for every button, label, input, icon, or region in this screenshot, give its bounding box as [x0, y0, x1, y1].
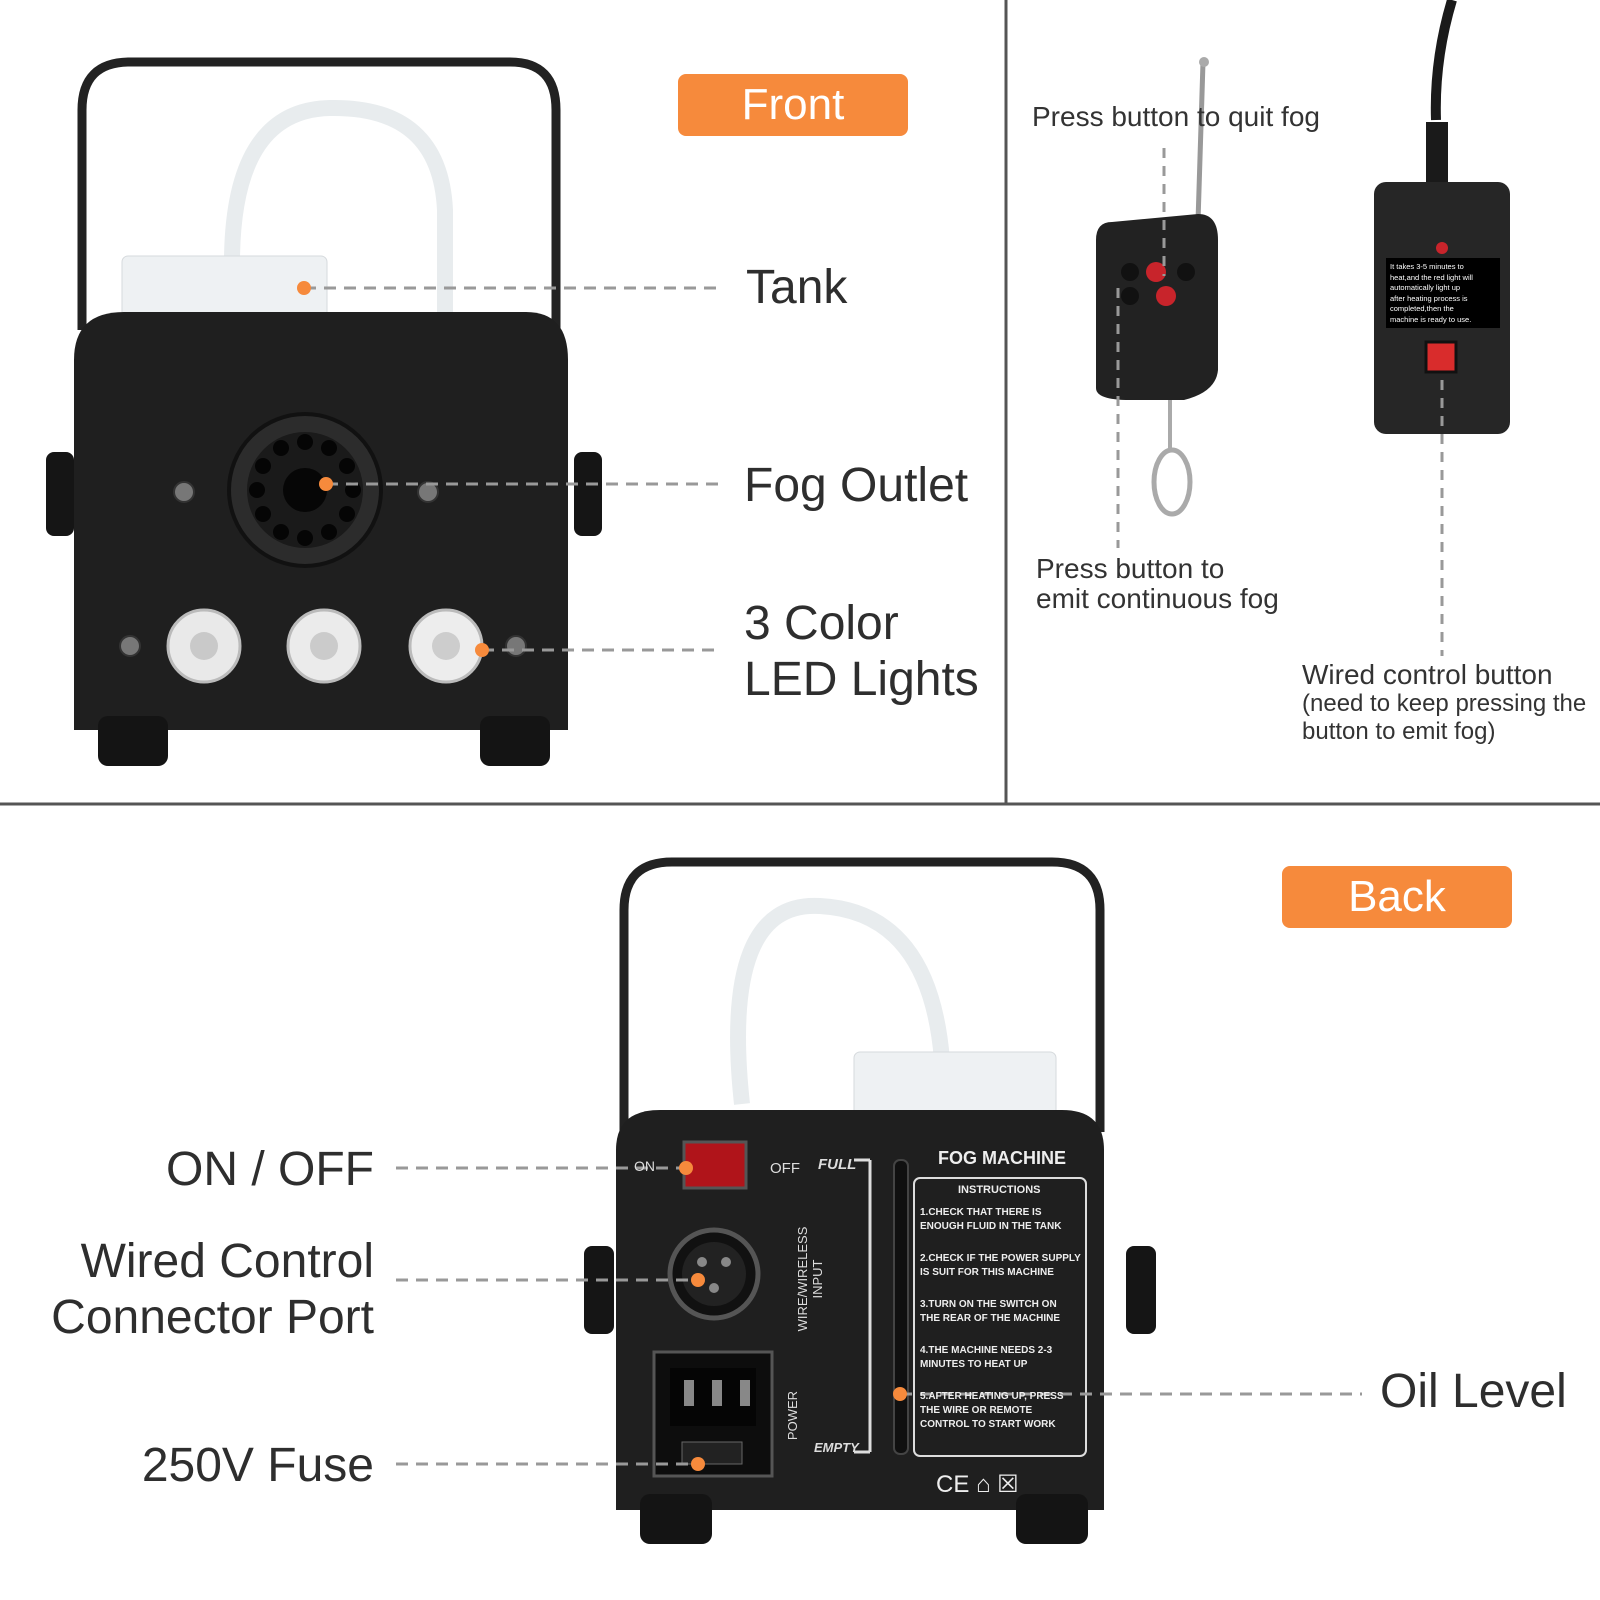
panel-instructions-title: INSTRUCTIONS	[958, 1184, 1041, 1196]
continuous-label-line2: emit continuous fog	[1036, 583, 1279, 614]
continuous-label-line1: Press button to	[1036, 553, 1225, 584]
instructions-box	[913, 1177, 1087, 1457]
instruction-line: IS SUIT FOR THIS MACHINE	[920, 1267, 1054, 1278]
panel-off-text: OFF	[770, 1160, 800, 1177]
switch-dot	[679, 1161, 693, 1175]
panel-input-line1: WIRE/WIRELESS	[795, 1226, 810, 1332]
fuse-holder	[681, 1441, 743, 1465]
port-dot	[691, 1273, 705, 1287]
wired-button-note-line2: button to emit fog)	[1302, 718, 1496, 745]
certification-marks: CE ⌂ ☒	[936, 1471, 1019, 1498]
instruction-line: MINUTES TO HEAT UP	[920, 1359, 1028, 1370]
tank-label: Tank	[746, 261, 848, 314]
instruction-line: CONTROL TO START WORK	[920, 1419, 1056, 1430]
front-machine	[46, 57, 602, 766]
wired-port-label-line1: Wired Control	[80, 1235, 374, 1288]
wired-button-title: Wired control button	[1302, 659, 1553, 690]
panel-empty-text: EMPTY	[814, 1440, 859, 1455]
quit-fog-label: Press button to quit fog	[1032, 101, 1320, 132]
panel-input-line2: INPUT	[810, 1259, 825, 1299]
instruction-line: THE REAR OF THE MACHINE	[920, 1313, 1060, 1324]
back-badge: Back	[1282, 866, 1512, 928]
oil-level-dot	[893, 1387, 907, 1401]
panel-on-text: ON	[634, 1158, 655, 1174]
front-badge: Front	[678, 74, 908, 136]
wireless-remote	[1096, 57, 1218, 517]
on-off-label: ON / OFF	[166, 1143, 374, 1196]
instruction-line: 3.TURN ON THE SWITCH ON	[920, 1299, 1057, 1310]
notice-line: after heating process is	[1390, 293, 1468, 303]
wired-button-note-line1: (need to keep pressing the	[1302, 690, 1587, 717]
notice-line: completed,then the	[1390, 304, 1454, 313]
power-switch	[682, 1140, 748, 1190]
notice-line: It takes 3-5 minutes to	[1390, 262, 1464, 271]
notice-line: heat,and the red light will	[1390, 272, 1473, 282]
notice-line: automatically light up	[1390, 283, 1461, 292]
instruction-line: 2.CHECK IF THE POWER SUPPLY	[920, 1253, 1081, 1264]
panel-full-text: FULL	[818, 1156, 857, 1173]
wired-remote	[1374, 0, 1510, 434]
panel-power-text: POWER	[785, 1390, 801, 1441]
led-label-line1: 3 Color	[744, 597, 899, 650]
tank-dot	[297, 281, 311, 295]
led-dot	[475, 643, 489, 657]
led-label-line2: LED Lights	[744, 653, 979, 706]
wired-remote-notice: It takes 3-5 minutes to heat,and the red…	[1390, 262, 1498, 325]
instruction-line: THE WIRE OR REMOTE	[920, 1405, 1033, 1416]
instruction-line: 5.AFTER HEATING UP, PRESS	[920, 1391, 1064, 1402]
led-lights	[166, 608, 484, 684]
fuse-dot	[691, 1457, 705, 1471]
fog-outlet-label: Fog Outlet	[744, 459, 969, 512]
panel-title: FOG MACHINE	[938, 1148, 1066, 1168]
panel-input-text: WIRE/WIRELESS INPUT	[795, 1209, 825, 1349]
panel-instructions: 1.CHECK THAT THERE IS ENOUGH FLUID IN TH…	[920, 1206, 1084, 1432]
left-knob	[46, 452, 74, 536]
right-knob	[574, 452, 602, 536]
oil-level-window	[893, 1159, 909, 1455]
instruction-line: 1.CHECK THAT THERE IS	[920, 1207, 1042, 1218]
instruction-line: ENOUGH FLUID IN THE TANK	[920, 1221, 1062, 1232]
fuse-label: 250V Fuse	[141, 1439, 374, 1492]
notice-line: machine is ready to use.	[1390, 314, 1472, 324]
oil-level-label: Oil Level	[1380, 1365, 1567, 1418]
fog-outlet-dot	[319, 477, 333, 491]
back-machine	[584, 857, 1156, 1544]
instruction-line: 4.THE MACHINE NEEDS 2-3	[920, 1345, 1053, 1356]
wired-port-label-line2: Connector Port	[51, 1291, 374, 1344]
